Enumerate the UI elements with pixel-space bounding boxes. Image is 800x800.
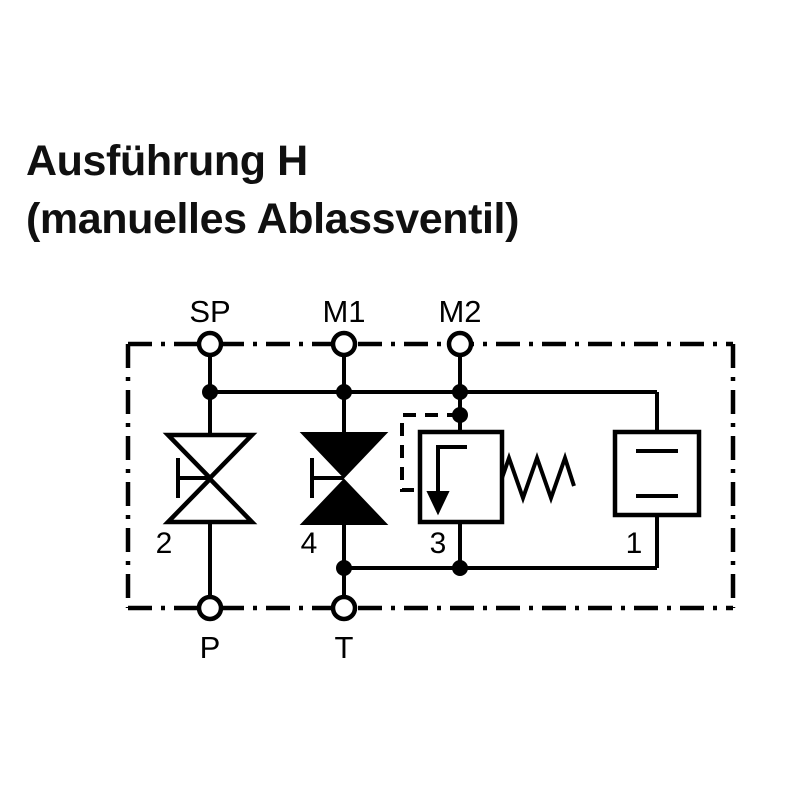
- relief-valve-spring: [500, 451, 576, 505]
- port-label-sp: SP: [189, 294, 230, 329]
- component-4-shutoff-valve-closed[interactable]: [299, 432, 389, 525]
- port-ring-sp[interactable]: [196, 330, 224, 358]
- component-number-labels: 2 4 3 1: [156, 527, 643, 560]
- valve-2-lower-triangle: [162, 475, 258, 525]
- junction-m2-pilot-tap: [452, 407, 468, 423]
- port-label-m1: M1: [322, 294, 365, 329]
- junction-m2-bus: [452, 384, 468, 400]
- junction-sp-bus: [202, 384, 218, 400]
- port-ring-m2[interactable]: [446, 330, 474, 358]
- diagram-title: Ausführung H (manuelles Ablassventil): [26, 132, 726, 248]
- port-label-p: P: [200, 630, 221, 665]
- filter-body: [612, 429, 702, 518]
- port-ring-p[interactable]: [196, 594, 224, 622]
- component-label-1: 1: [626, 527, 643, 560]
- port-ring-t[interactable]: [330, 594, 358, 622]
- port-labels: SP M1 M2 P T: [189, 294, 481, 665]
- component-2-shutoff-valve-open[interactable]: [162, 432, 258, 525]
- title-line-1: Ausführung H: [26, 137, 308, 185]
- component-label-2: 2: [156, 527, 173, 560]
- port-rings: [196, 330, 474, 622]
- junction-t-bus: [336, 560, 352, 576]
- port-label-t: T: [335, 630, 354, 665]
- junction-m1-bus: [336, 384, 352, 400]
- title-line-2: (manuelles Ablassventil): [26, 195, 520, 243]
- relief-valve-arrow-shaft: [436, 445, 467, 495]
- pilot-dashed-path: [400, 413, 460, 492]
- component-label-3: 3: [430, 527, 447, 560]
- port-label-m2: M2: [438, 294, 481, 329]
- component-1-filter[interactable]: [612, 429, 702, 518]
- component-3-pressure-relief-valve[interactable]: [417, 429, 576, 525]
- relief-valve-arrow-head: [426, 491, 450, 516]
- manifold-enclosure: [125, 341, 736, 611]
- junction-relief-bus: [452, 560, 468, 576]
- junction-dots: [202, 384, 468, 576]
- valve-4-lower-triangle: [299, 478, 389, 525]
- pilot-control-line: [400, 413, 460, 492]
- valve-2-upper-triangle: [162, 432, 258, 482]
- component-label-4: 4: [301, 527, 318, 560]
- valve-4-upper-triangle: [299, 432, 389, 479]
- port-ring-m1[interactable]: [330, 330, 358, 358]
